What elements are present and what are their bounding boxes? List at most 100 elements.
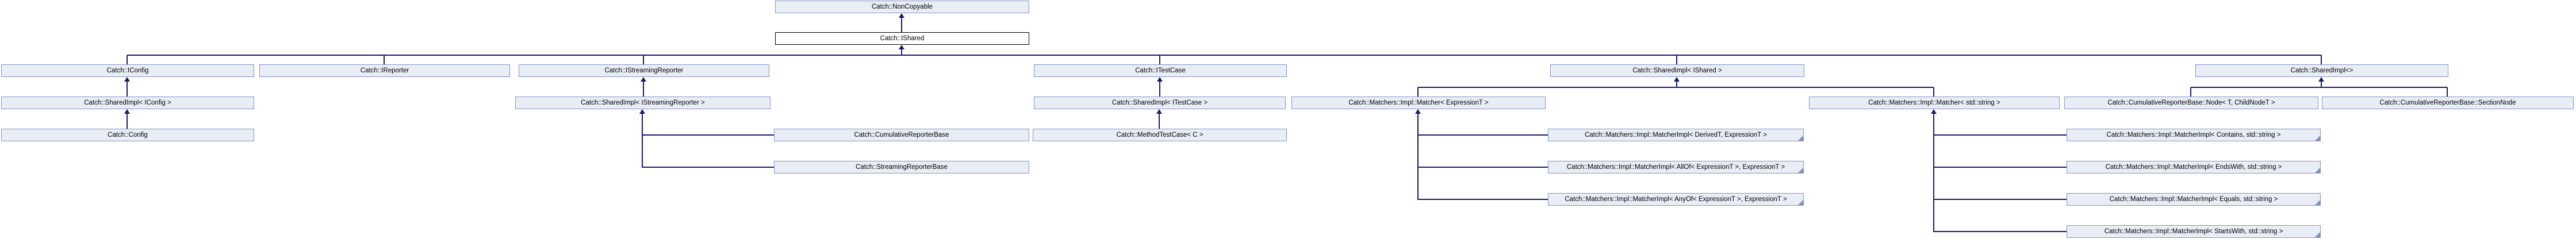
class-node-mi_contains[interactable]: Catch::Matchers::Impl::MatcherImpl< Cont… [2067, 129, 2321, 141]
class-node-label: Catch::Matchers::Impl::MatcherImpl< Cont… [2106, 132, 2281, 138]
class-node-label: Catch::Matchers::Impl::MatcherImpl< AllO… [1566, 164, 1785, 171]
inheritance-edge [642, 134, 774, 136]
class-node-node_t[interactable]: Catch::CumulativeReporterBase::Node< T, … [2064, 97, 2318, 109]
class-node-label: Catch::IShared [880, 35, 925, 42]
inheritance-edge [126, 55, 128, 64]
class-node-label: Catch::Matchers::Impl::MatcherImpl< Star… [2104, 228, 2283, 235]
inheritance-edge [384, 55, 385, 64]
class-node-sharedimpl_istreamingreporter[interactable]: Catch::SharedImpl< IStreamingReporter > [515, 97, 770, 109]
class-node-label: Catch::ITestCase [1135, 67, 1186, 74]
inheritance-edge [1418, 199, 1548, 200]
inheritance-edge [1933, 87, 1934, 97]
folded-corner [1798, 136, 1803, 141]
folded-corner [1798, 168, 1803, 173]
inheritance-edge [127, 55, 2321, 56]
class-node-matcher_expressiont[interactable]: Catch::Matchers::Impl::Matcher< Expressi… [1291, 97, 1546, 109]
class-node-label: Catch::SharedImpl< IShared > [1632, 67, 1722, 74]
inheritance-arrow [899, 13, 904, 18]
class-node-itestcase[interactable]: Catch::ITestCase [1034, 64, 1287, 77]
class-node-sectionnode[interactable]: Catch::CumulativeReporterBase::SectionNo… [2322, 97, 2574, 109]
class-node-label: Catch::Matchers::Impl::MatcherImpl< AnyO… [1565, 196, 1787, 203]
inheritance-edge [1676, 81, 1677, 87]
class-node-sharedimpl_iconfig[interactable]: Catch::SharedImpl< IConfig > [1, 97, 254, 109]
inheritance-edge [1418, 167, 1548, 168]
class-node-sharedimpl_itestcase[interactable]: Catch::SharedImpl< ITestCase > [1034, 97, 1286, 109]
class-node-label: Catch::NonCopyable [871, 3, 933, 10]
inheritance-edge [1417, 113, 1419, 200]
class-node-sharedimpl_t[interactable]: Catch::SharedImpl<> [2195, 64, 2448, 77]
class-node-label: Catch::SharedImpl< IStreamingReporter > [581, 99, 705, 106]
class-node-ishared[interactable]: Catch::IShared [775, 32, 1029, 45]
class-node-mi_endswith[interactable]: Catch::Matchers::Impl::MatcherImpl< Ends… [2067, 161, 2321, 174]
inheritance-arrow [641, 77, 646, 82]
class-node-label: Catch::MethodTestCase< C > [1116, 132, 1203, 138]
class-node-label: Catch::SharedImpl< IConfig > [84, 99, 171, 106]
class-node-methodtestcase[interactable]: Catch::MethodTestCase< C > [1033, 129, 1287, 141]
class-node-mi_derivedt[interactable]: Catch::Matchers::Impl::MatcherImpl< Deri… [1548, 129, 1804, 141]
class-node-mi_allof[interactable]: Catch::Matchers::Impl::MatcherImpl< AllO… [1548, 161, 1804, 174]
inheritance-edge [1933, 113, 1934, 232]
class-node-iconfig[interactable]: Catch::IConfig [1, 64, 254, 77]
inheritance-edge [643, 81, 644, 97]
inheritance-edge [1418, 134, 1548, 136]
inheritance-edge [642, 167, 774, 168]
inheritance-edge [1159, 113, 1160, 129]
inheritance-edge [1934, 134, 2067, 136]
inheritance-edge [2321, 55, 2322, 64]
class-node-label: Catch::CumulativeReporterBase::SectionNo… [2379, 99, 2516, 106]
inheritance-edge [1418, 87, 1934, 88]
class-node-label: Catch::Config [108, 132, 148, 138]
class-node-ireporter[interactable]: Catch::IReporter [259, 64, 510, 77]
inheritance-arrow [1156, 109, 1162, 114]
inheritance-arrow [1931, 109, 1937, 114]
inheritance-edge [1676, 55, 1677, 64]
class-node-label: Catch::SharedImpl<> [2290, 67, 2353, 74]
inheritance-edge [901, 49, 902, 55]
folded-corner [2315, 136, 2320, 141]
folded-corner [1798, 200, 1803, 205]
inheritance-arrow [1674, 77, 1680, 82]
class-node-label: Catch::Matchers::Impl::MatcherImpl< Equa… [2109, 196, 2278, 203]
inheritance-edge [642, 113, 643, 168]
class-node-label: Catch::Matchers::Impl::MatcherImpl< Ends… [2105, 164, 2282, 171]
inheritance-edge [1934, 199, 2067, 200]
inheritance-edge [901, 17, 902, 32]
class-node-config[interactable]: Catch::Config [1, 129, 254, 141]
class-node-label: Catch::StreamingReporterBase [856, 164, 948, 171]
inheritance-arrow [124, 109, 130, 114]
inheritance-arrow [124, 77, 130, 82]
class-node-matcher_stdstring[interactable]: Catch::Matchers::Impl::Matcher< std::str… [1809, 97, 2060, 109]
inheritance-edge [2447, 87, 2448, 97]
class-node-label: Catch::CumulativeReporterBase [854, 132, 949, 138]
inheritance-edge [2190, 87, 2191, 97]
class-node-noncopyable[interactable]: Catch::NonCopyable [775, 1, 1029, 13]
class-node-label: Catch::Matchers::Impl::Matcher< Expressi… [1348, 99, 1489, 106]
inheritance-edge [1934, 231, 2067, 232]
class-node-label: Catch::CumulativeReporterBase::Node< T, … [2107, 99, 2275, 106]
folded-corner [2315, 232, 2320, 237]
class-node-streamingreporterbase[interactable]: Catch::StreamingReporterBase [774, 161, 1029, 174]
inheritance-edge [1159, 81, 1160, 97]
class-node-sharedimpl_ishared[interactable]: Catch::SharedImpl< IShared > [1550, 64, 1804, 77]
inheritance-edge [1417, 87, 1419, 97]
inheritance-edge [126, 113, 128, 129]
inheritance-edge [126, 81, 128, 97]
inheritance-edge [1159, 55, 1160, 64]
inheritance-arrow [1415, 109, 1421, 114]
class-node-mi_equals[interactable]: Catch::Matchers::Impl::MatcherImpl< Equa… [2067, 193, 2321, 206]
class-node-istreamingreporter[interactable]: Catch::IStreamingReporter [519, 64, 769, 77]
class-node-label: Catch::IStreamingReporter [604, 67, 684, 74]
inheritance-edge [2191, 87, 2447, 88]
inheritance-arrow [1157, 77, 1163, 82]
class-node-label: Catch::Matchers::Impl::MatcherImpl< Deri… [1585, 132, 1767, 138]
class-node-label: Catch::IConfig [106, 67, 149, 74]
class-node-label: Catch::SharedImpl< ITestCase > [1111, 99, 1208, 106]
class-node-mi_anyof[interactable]: Catch::Matchers::Impl::MatcherImpl< AnyO… [1548, 193, 1804, 206]
class-node-label: Catch::IReporter [360, 67, 409, 74]
inheritance-edge [2321, 81, 2322, 87]
inheritance-edge [1934, 167, 2067, 168]
inheritance-edge [643, 55, 644, 64]
class-node-cumulativereporterbase[interactable]: Catch::CumulativeReporterBase [774, 129, 1029, 141]
class-node-mi_startswith[interactable]: Catch::Matchers::Impl::MatcherImpl< Star… [2067, 225, 2321, 238]
